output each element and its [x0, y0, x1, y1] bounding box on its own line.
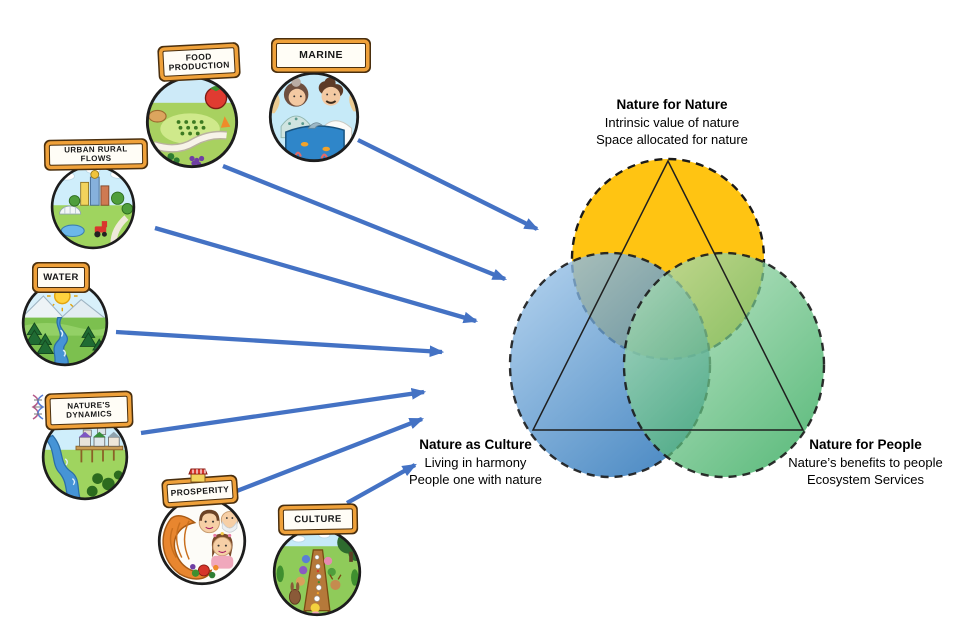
venn-circles	[508, 157, 826, 479]
arrow-culture	[345, 463, 417, 505]
urban-rural-flows-label: URBAN RURAL FLOWS	[64, 144, 128, 163]
venn-label-nature-for-nature: Nature for Nature Intrinsic value of nat…	[562, 96, 782, 149]
nature-as-culture-line1: Living in harmony	[424, 454, 527, 470]
venn-triangle	[531, 159, 805, 431]
culture-banner: CULTURE	[282, 508, 354, 531]
urban-rural-flows-icon	[50, 164, 136, 250]
prosperity-label: PROSPERITY	[170, 484, 230, 499]
icon-culture: CULTURE	[267, 508, 367, 618]
shop-icon	[188, 468, 208, 483]
table-plates	[313, 554, 322, 602]
nature-for-people-line1: Nature’s benefits to people	[788, 454, 943, 470]
natures-dynamics-banner: NATURE'S DYNAMICS	[49, 395, 129, 426]
marine-icon	[268, 71, 360, 163]
stilt-houses	[75, 427, 124, 463]
marine-banner: MARINE	[276, 43, 366, 68]
nature-for-nature-line2: Space allocated for nature	[596, 132, 748, 147]
venn-label-nature-for-people: Nature for People Nature’s benefits to p…	[758, 436, 963, 489]
culture-scene	[274, 529, 360, 615]
nature-as-culture-line2: People one with nature	[409, 472, 542, 487]
food-production-scene	[147, 77, 237, 167]
culture-label: CULTURE	[294, 513, 342, 526]
food-production-icon	[145, 75, 239, 169]
nature-for-nature-line1: Intrinsic value of nature	[604, 114, 740, 130]
icon-urban-rural-flows: URBAN RURAL FLOWS	[45, 143, 144, 251]
nature-for-nature-title: Nature for Nature	[616, 97, 728, 112]
arrow-natures-dynamics	[140, 387, 427, 436]
water-label: WATER	[43, 271, 79, 283]
natures-dynamics-label: NATURE'S DYNAMICS	[66, 400, 113, 420]
water-banner: WATER	[37, 267, 85, 288]
arrow-urban-rural-flows	[154, 225, 479, 324]
nature-for-people-title: Nature for People	[809, 437, 922, 452]
prosperity-scene	[159, 498, 245, 584]
marine-label: MARINE	[299, 49, 343, 62]
natures-dynamics-icon	[41, 413, 129, 501]
urban-rural-flows-scene	[52, 166, 134, 248]
arrow-food-production	[222, 164, 508, 281]
food-production-label: FOOD PRODUCTION	[168, 51, 230, 73]
venn-circle-nature-for-people	[622, 251, 826, 479]
urban-rural-flows-banner: URBAN RURAL FLOWS	[48, 143, 144, 166]
water-scene	[23, 281, 107, 365]
culture-icon	[272, 527, 362, 617]
venn-label-nature-as-culture: Nature as Culture Living in harmony Peop…	[373, 436, 578, 489]
prosperity-icon	[157, 496, 247, 586]
food-production-banner: FOOD PRODUCTION	[162, 47, 236, 77]
marine-scene	[270, 73, 358, 161]
water-icon	[21, 279, 109, 367]
icon-marine: MARINE	[267, 43, 366, 164]
nature-for-people-line2: Ecosystem Services	[806, 472, 925, 487]
crop-rows	[176, 120, 206, 136]
nature-as-culture-title: Nature as Culture	[419, 437, 532, 452]
arrow-water	[115, 329, 445, 358]
rabbit	[288, 582, 301, 605]
icon-natures-dynamics: NATURE'S DYNAMICS	[31, 394, 134, 502]
arrow-marine	[357, 138, 539, 231]
arrow-prosperity	[228, 416, 425, 497]
arrows-group	[115, 138, 539, 505]
icon-water: WATER	[17, 267, 113, 368]
dna-strand-icon	[31, 394, 45, 420]
natures-dynamics-scene	[43, 415, 127, 499]
icon-prosperity: PROSPERITY	[156, 468, 248, 589]
icon-food-production: FOOD PRODUCTION	[144, 47, 240, 170]
